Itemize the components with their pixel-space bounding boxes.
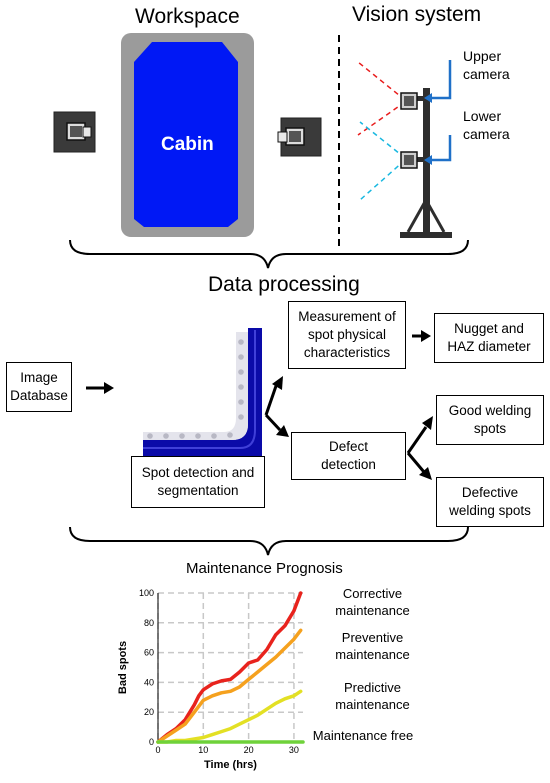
upper-camera-icon xyxy=(400,92,418,110)
left-camera-icon xyxy=(53,111,96,153)
arrow-branch xyxy=(264,385,282,432)
y-tick-label: 100 xyxy=(139,588,154,598)
arrow-to-good xyxy=(422,416,433,430)
x-tick-label: 0 xyxy=(155,745,160,755)
arrow-measurement-to-nugget xyxy=(412,330,431,342)
legend-corrective: Corrective maintenance xyxy=(335,586,410,618)
brace-bottom xyxy=(69,526,469,556)
legend-maintenance-free: Maintenance free xyxy=(312,728,414,743)
nugget-box: Nugget and HAZ diameter xyxy=(434,313,544,363)
y-tick-label: 60 xyxy=(144,648,154,658)
x-axis-label: Time (hrs) xyxy=(204,759,257,771)
series-line-1 xyxy=(156,628,303,744)
processing-graphics xyxy=(86,328,433,480)
y-tick-label: 40 xyxy=(144,677,154,687)
lower-camera-pointer xyxy=(432,135,452,162)
weld-specimen-icon xyxy=(143,328,262,456)
lower-beam-top xyxy=(359,121,406,159)
spot-detection-box: Spot detection and segmentation xyxy=(131,456,265,508)
y-tick-label: 0 xyxy=(149,737,154,747)
cabin-body xyxy=(134,42,238,227)
arrow-defect-split xyxy=(406,426,428,473)
arrow-to-defective xyxy=(419,467,432,480)
good-spots-box: Good welding spots xyxy=(436,395,544,445)
cabin-label: Cabin xyxy=(161,134,214,155)
image-database-box: Image Database xyxy=(6,362,72,412)
processing-title: Data processing xyxy=(208,273,360,296)
arrow-to-measurement xyxy=(272,376,283,390)
workspace-illustration xyxy=(53,33,322,237)
prognosis-title: Maintenance Prognosis xyxy=(186,560,343,577)
rig-base xyxy=(400,232,452,238)
lower-beam-bottom xyxy=(359,159,406,201)
upper-beam-bottom xyxy=(357,101,406,136)
workspace-title: Workspace xyxy=(135,5,240,28)
right-camera-icon xyxy=(277,117,322,157)
arrow-database-to-spot xyxy=(86,382,114,394)
legend-predictive: Predictive maintenance xyxy=(335,680,410,712)
series-line-0 xyxy=(156,591,303,744)
brace-top xyxy=(69,239,469,269)
upper-camera-label: Upper camera xyxy=(463,48,510,82)
lower-camera-icon xyxy=(400,151,418,169)
x-tick-label: 10 xyxy=(198,745,208,755)
arrow-to-defect xyxy=(276,425,289,437)
measurement-box: Measurement of spot physical characteris… xyxy=(288,301,406,369)
legend-preventive: Preventive maintenance xyxy=(335,630,410,662)
vision-rig-illustration xyxy=(357,60,452,238)
upper-beam-top xyxy=(357,61,406,101)
series-line-2 xyxy=(156,689,303,744)
x-tick-label: 30 xyxy=(289,745,299,755)
rig-arm-lower xyxy=(415,157,431,162)
upper-camera-pointer xyxy=(432,60,452,100)
x-tick-label: 20 xyxy=(244,745,254,755)
defect-detection-box: Defect detection xyxy=(291,432,406,480)
y-tick-label: 20 xyxy=(144,707,154,717)
y-axis-label: Bad spots xyxy=(117,641,129,694)
y-tick-label: 80 xyxy=(144,618,154,628)
rig-arm-upper xyxy=(415,96,431,101)
lower-camera-label: Lower camera xyxy=(463,108,510,142)
defective-spots-box: Defective welding spots xyxy=(436,477,544,527)
vision-title: Vision system xyxy=(352,3,482,26)
